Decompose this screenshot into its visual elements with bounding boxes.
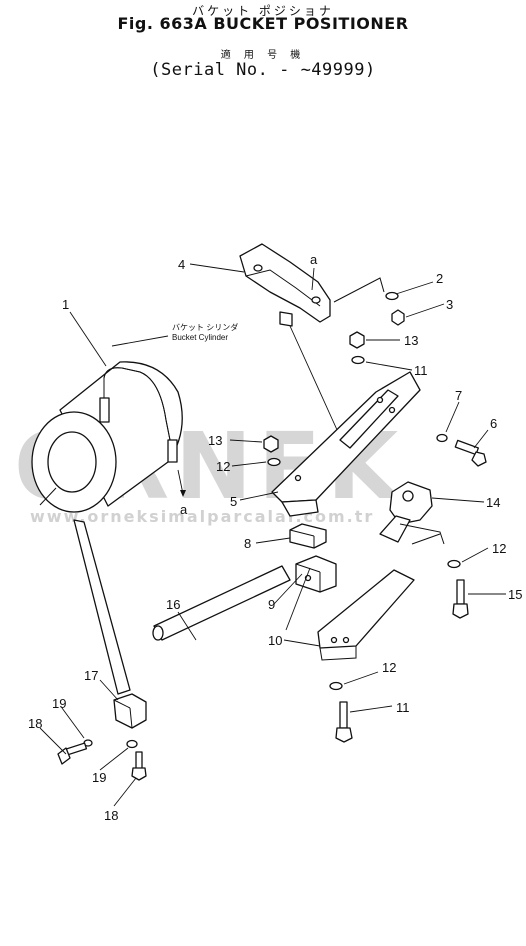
- callout-6: 6: [490, 416, 497, 431]
- fastener-nut-13-top: [349, 331, 365, 349]
- bracket-part-4: [239, 243, 331, 327]
- bucket-cylinder: [31, 361, 186, 695]
- callout-4: 4: [178, 257, 185, 272]
- fastener-washer-12-right: [447, 559, 461, 569]
- callout-15: 15: [508, 587, 522, 602]
- callout-18-bottom: 18: [104, 808, 118, 823]
- fastener-bolt-18-left: [57, 742, 88, 765]
- linkage-part-14: [379, 481, 445, 545]
- applicable-japanese: 適 用 号 機: [220, 50, 306, 61]
- title-japanese: バケット ポジショナ: [192, 4, 334, 18]
- fastener-washer-12-bottom: [329, 681, 343, 691]
- callout-14: 14: [486, 495, 500, 510]
- bracket-part-17: [113, 693, 147, 729]
- callout-16: 16: [166, 597, 180, 612]
- plate-part-5: [271, 371, 421, 517]
- callout-9: 9: [268, 597, 275, 612]
- ref-a-top: a: [310, 252, 318, 267]
- fastener-washer-19-lower: [126, 739, 138, 749]
- fastener-bolt-18-bottom: [131, 751, 147, 781]
- callout-17: 17: [84, 668, 98, 683]
- fastener-nut-3: [391, 309, 405, 326]
- watermark-url: www.orneksimalparcalar.com.tr: [30, 507, 374, 526]
- fastener-nut-13-mid: [263, 435, 279, 453]
- fastener-washer-12-mid: [267, 457, 281, 467]
- label-bucket-cylinder-jp: バケット シリンダ: [172, 322, 238, 332]
- fastener-washer-11-top: [351, 355, 365, 365]
- figure-title: Fig. 663A BUCKET POSITIONER: [117, 14, 409, 33]
- callout-10: 10: [268, 633, 282, 648]
- fastener-bolt-11-bottom: [335, 701, 353, 743]
- serial-range: (Serial No. - ~49999): [150, 60, 376, 80]
- fastener-bolt-15: [452, 579, 469, 619]
- callout-11-bottom: 11: [396, 700, 410, 715]
- ref-a-bottom: a: [180, 502, 188, 517]
- block-part-8: [289, 523, 327, 549]
- label-bucket-cylinder-en: Bucket Cylinder: [172, 333, 228, 342]
- callout-8: 8: [244, 536, 251, 551]
- callout-19-lower: 19: [92, 770, 106, 785]
- callout-12-mid: 12: [216, 459, 230, 474]
- block-part-9: [295, 555, 337, 593]
- fastener-bolt-6: [454, 439, 487, 467]
- callout-12-bottom: 12: [382, 660, 396, 675]
- callout-13-mid: 13: [208, 433, 222, 448]
- callout-3: 3: [446, 297, 453, 312]
- callout-2: 2: [436, 271, 443, 286]
- callout-7: 7: [455, 388, 462, 403]
- plate-part-10: [317, 569, 415, 661]
- fastener-washer-7: [436, 433, 448, 443]
- callout-19-upper: 19: [52, 696, 66, 711]
- rod-part-16: [152, 565, 291, 641]
- callout-13-top: 13: [404, 333, 418, 348]
- callout-5: 5: [230, 494, 237, 509]
- callout-11-top: 11: [414, 363, 428, 378]
- callout-1: 1: [62, 297, 69, 312]
- callout-12-right: 12: [492, 541, 506, 556]
- fastener-washer-2: [385, 291, 399, 301]
- callout-18-left: 18: [28, 716, 42, 731]
